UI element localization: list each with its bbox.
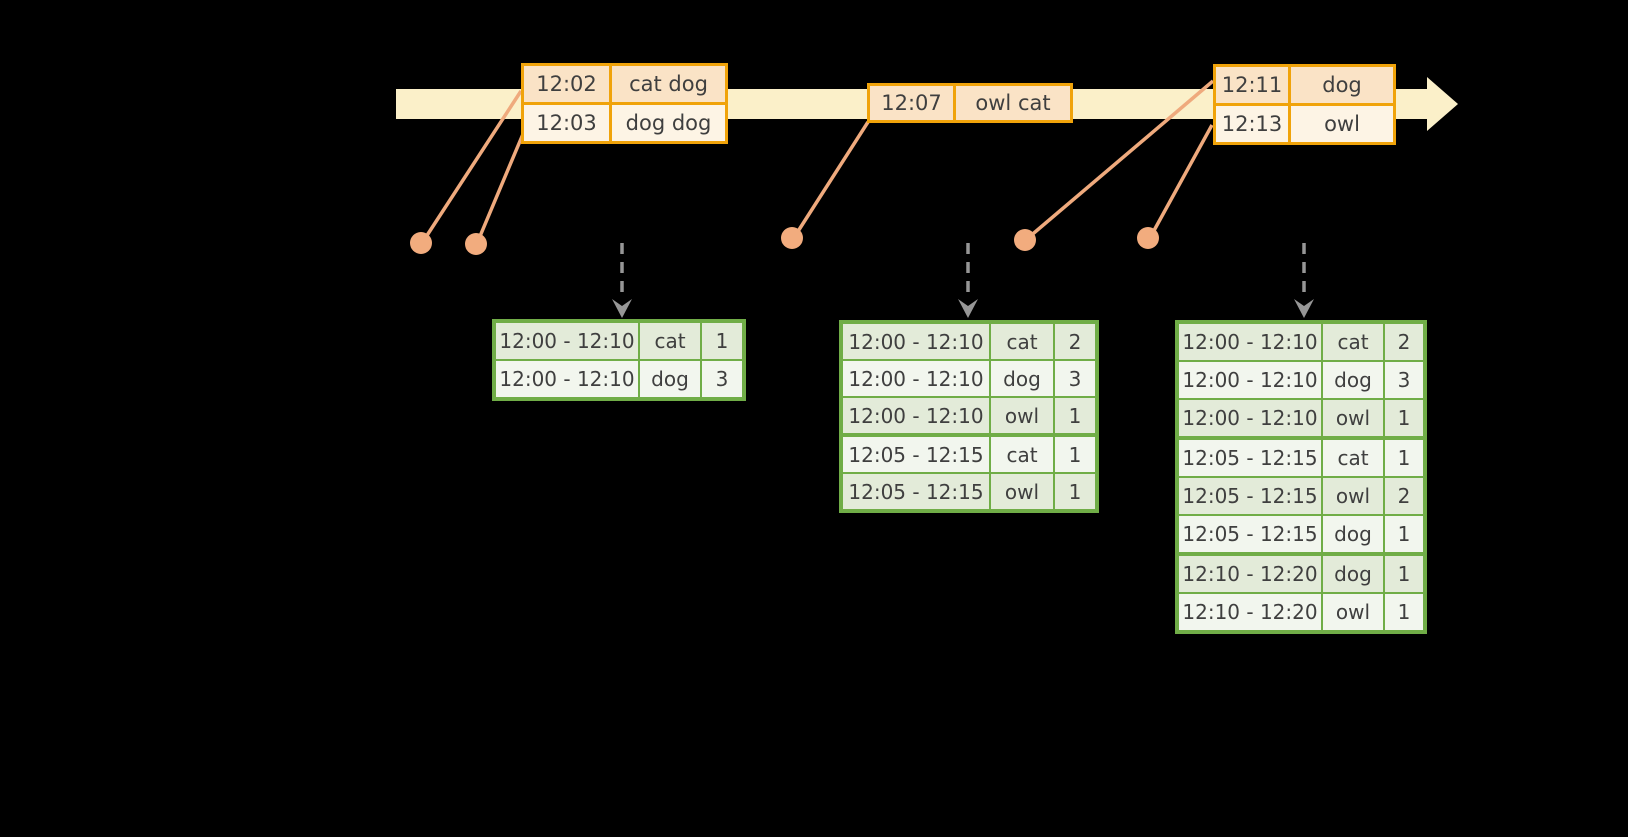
result-table-3: 12:00 - 12:10 cat 2 12:00 - 12:10 dog 3 …: [1175, 320, 1427, 634]
event-words-cell: owl: [1291, 106, 1393, 142]
window-cell: 12:05 - 12:15: [843, 474, 989, 509]
event-dot-icon: [410, 232, 432, 254]
result-row: 12:00 - 12:10 cat 2: [843, 324, 1095, 359]
count-cell: 3: [1055, 361, 1095, 396]
event-dot-icon: [1137, 227, 1159, 249]
event-marker-dots: [410, 227, 1159, 255]
window-cell: 12:00 - 12:10: [1179, 362, 1321, 398]
trigger-arrowhead-icon: [958, 299, 978, 318]
word-cell: dog: [640, 361, 700, 397]
result-row: 12:00 - 12:10 dog 3: [496, 361, 742, 397]
result-row: 12:00 - 12:10 cat 2: [1179, 324, 1423, 360]
count-cell: 1: [1385, 556, 1423, 592]
window-cell: 12:05 - 12:15: [1179, 478, 1321, 514]
trigger-arrows: [612, 243, 1314, 318]
count-cell: 2: [1055, 324, 1095, 359]
word-cell: cat: [991, 437, 1053, 472]
window-cell: 12:00 - 12:10: [843, 324, 989, 359]
event-dot-icon: [1014, 229, 1036, 251]
window-cell: 12:05 - 12:15: [1179, 440, 1321, 476]
result-row: 12:00 - 12:10 cat 1: [496, 323, 742, 359]
window-cell: 12:10 - 12:20: [1179, 594, 1321, 630]
event-table-2: 12:07 owl cat: [867, 83, 1073, 123]
window-cell: 12:05 - 12:15: [843, 437, 989, 472]
result-row: 12:05 - 12:15 cat 1: [843, 437, 1095, 472]
event-connector-line: [476, 133, 525, 242]
window-cell: 12:00 - 12:10: [843, 398, 989, 433]
window-cell: 12:00 - 12:10: [1179, 324, 1321, 360]
count-cell: 1: [1055, 398, 1095, 433]
result-row: 12:05 - 12:15 owl 1: [843, 474, 1095, 509]
trigger-arrowhead-icon: [612, 299, 632, 318]
count-cell: 1: [1055, 474, 1095, 509]
word-cell: cat: [640, 323, 700, 359]
result-table-1: 12:00 - 12:10 cat 1 12:00 - 12:10 dog 3: [492, 319, 746, 401]
result-row: 12:00 - 12:10 dog 3: [1179, 362, 1423, 398]
word-cell: cat: [991, 324, 1053, 359]
word-cell: owl: [1323, 594, 1383, 630]
event-connector-line: [1149, 124, 1214, 237]
count-cell: 1: [702, 323, 742, 359]
window-cell: 12:05 - 12:15: [1179, 516, 1321, 552]
result-row: 12:10 - 12:20 dog 1: [1179, 556, 1423, 592]
event-words-cell: cat dog: [612, 66, 725, 102]
result-row: 12:05 - 12:15 owl 2: [1179, 478, 1423, 514]
result-row: 12:05 - 12:15 cat 1: [1179, 440, 1423, 476]
event-connector-line: [793, 121, 870, 237]
word-cell: cat: [1323, 440, 1383, 476]
result-row: 12:00 - 12:10 dog 3: [843, 361, 1095, 396]
count-cell: 1: [1385, 516, 1423, 552]
word-cell: cat: [1323, 324, 1383, 360]
window-cell: 12:00 - 12:10: [843, 361, 989, 396]
event-dot-icon: [781, 227, 803, 249]
event-time-cell: 12:07: [870, 86, 953, 120]
timeline-arrow-icon: [1427, 77, 1458, 131]
event-time-cell: 12:03: [524, 105, 609, 141]
window-cell: 12:00 - 12:10: [496, 323, 638, 359]
event-words-cell: dog: [1291, 67, 1393, 103]
word-cell: dog: [1323, 362, 1383, 398]
word-cell: owl: [991, 474, 1053, 509]
result-row: 12:00 - 12:10 owl 1: [1179, 400, 1423, 436]
word-cell: dog: [1323, 556, 1383, 592]
word-cell: owl: [991, 398, 1053, 433]
word-cell: dog: [1323, 516, 1383, 552]
count-cell: 1: [1385, 440, 1423, 476]
event-table-3: 12:11 dog 12:13 owl: [1213, 64, 1396, 145]
event-time-cell: 12:02: [524, 66, 609, 102]
event-words-cell: dog dog: [612, 105, 725, 141]
count-cell: 1: [1385, 594, 1423, 630]
count-cell: 2: [1385, 478, 1423, 514]
window-cell: 12:10 - 12:20: [1179, 556, 1321, 592]
event-table-1: 12:02 cat dog 12:03 dog dog: [521, 63, 728, 144]
count-cell: 1: [1385, 400, 1423, 436]
window-cell: 12:00 - 12:10: [1179, 400, 1321, 436]
word-cell: owl: [1323, 478, 1383, 514]
result-row: 12:10 - 12:20 owl 1: [1179, 594, 1423, 630]
count-cell: 1: [1055, 437, 1095, 472]
result-row: 12:00 - 12:10 owl 1: [843, 398, 1095, 433]
window-cell: 12:00 - 12:10: [496, 361, 638, 397]
result-row: 12:05 - 12:15 dog 1: [1179, 516, 1423, 552]
event-dot-icon: [465, 233, 487, 255]
result-table-2: 12:00 - 12:10 cat 2 12:00 - 12:10 dog 3 …: [839, 320, 1099, 513]
event-time-cell: 12:11: [1216, 67, 1288, 103]
count-cell: 3: [702, 361, 742, 397]
count-cell: 3: [1385, 362, 1423, 398]
event-words-cell: owl cat: [956, 86, 1070, 120]
word-cell: dog: [991, 361, 1053, 396]
event-time-cell: 12:13: [1216, 106, 1288, 142]
trigger-arrowhead-icon: [1294, 299, 1314, 318]
word-cell: owl: [1323, 400, 1383, 436]
count-cell: 2: [1385, 324, 1423, 360]
